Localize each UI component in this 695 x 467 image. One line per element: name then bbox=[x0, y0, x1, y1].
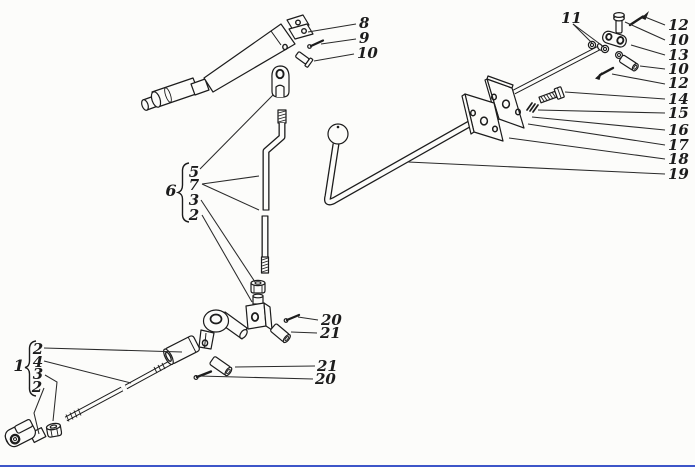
leader-g1-4 bbox=[43, 360, 132, 384]
bottom-rule bbox=[0, 465, 695, 467]
leader-lines bbox=[33, 16, 666, 435]
leader-11-a bbox=[572, 23, 593, 44]
leader-g6-7b bbox=[201, 183, 260, 211]
rod-7 bbox=[260, 109, 287, 274]
callout-12-1: 12 bbox=[668, 16, 689, 34]
callout-g1-4: 4 bbox=[33, 353, 43, 371]
cotter-pin-20-lower bbox=[193, 370, 213, 381]
leader-14 bbox=[564, 91, 666, 100]
clevis-pin-10-vertical bbox=[613, 12, 625, 34]
leader-10-4 bbox=[639, 65, 666, 70]
leader-20-upper bbox=[297, 316, 319, 321]
bell-crank-lever bbox=[198, 309, 248, 350]
link-plate-13 bbox=[601, 30, 627, 48]
leader-15 bbox=[537, 109, 666, 114]
hand-lever-19 bbox=[323, 119, 473, 206]
leader-9 bbox=[320, 38, 357, 45]
leader-19 bbox=[407, 161, 666, 175]
callout-group6: 6 bbox=[165, 181, 176, 200]
callout-g6-3: 3 bbox=[189, 191, 199, 209]
nut-3-tie-rod bbox=[45, 422, 63, 438]
leader-12-1 bbox=[644, 16, 666, 26]
washer-11-a bbox=[587, 40, 597, 50]
callout-10-top: 10 bbox=[357, 44, 378, 62]
clevis-2-lower bbox=[4, 419, 47, 448]
callout-group1: 1 bbox=[13, 356, 24, 375]
callout-10-4: 10 bbox=[668, 60, 689, 78]
leader-10-top bbox=[313, 53, 355, 62]
cotter-pin-9 bbox=[307, 39, 325, 49]
callout-21-upper: 21 bbox=[319, 324, 341, 342]
leader-g6-5 bbox=[199, 94, 274, 170]
leader-18 bbox=[508, 137, 666, 160]
leader-20-lower bbox=[198, 375, 314, 380]
plate-17-rear bbox=[484, 75, 525, 129]
rod-end-piece-2 bbox=[245, 293, 273, 331]
callout-15: 15 bbox=[668, 104, 689, 122]
cotter-pin-12-top bbox=[628, 11, 649, 27]
cotter-pin-12-lower bbox=[595, 66, 615, 80]
callout-8: 8 bbox=[359, 14, 370, 32]
leader-g6-3 bbox=[200, 199, 256, 283]
callout-17: 17 bbox=[668, 136, 689, 154]
callout-g6-2: 2 bbox=[188, 206, 199, 224]
leader-12-5 bbox=[611, 73, 666, 85]
clevis-pin-10-lower bbox=[618, 54, 639, 72]
washer-under-link bbox=[614, 50, 623, 59]
link-rod-upper bbox=[512, 43, 604, 95]
group1-brace bbox=[24, 340, 37, 397]
callout-14: 14 bbox=[668, 90, 689, 108]
group6-brace bbox=[175, 162, 190, 223]
callout-19: 19 bbox=[668, 165, 689, 183]
locknut-3-rod bbox=[250, 279, 266, 294]
leader-11-b bbox=[572, 23, 605, 48]
leader-16 bbox=[531, 116, 666, 131]
callout-20-upper: 20 bbox=[320, 311, 342, 329]
leader-g1-3 bbox=[44, 374, 58, 422]
ball-knob bbox=[327, 123, 349, 145]
pin-21-lower bbox=[209, 356, 233, 377]
callout-g6-7: 7 bbox=[189, 176, 200, 194]
callout-18: 18 bbox=[668, 150, 689, 168]
callout-g1-2a: 2 bbox=[32, 340, 43, 358]
leader-g1-2b bbox=[33, 387, 45, 435]
clevis-ear-front bbox=[288, 23, 314, 40]
callout-13: 13 bbox=[668, 46, 689, 64]
callout-g1-3: 3 bbox=[33, 365, 43, 383]
leader-21-lower bbox=[234, 365, 316, 368]
coupler-2-upper bbox=[163, 335, 200, 366]
callout-g6-5: 5 bbox=[189, 163, 199, 181]
leader-g1-2a bbox=[43, 347, 183, 353]
clevis-pin-10-top bbox=[295, 51, 314, 68]
lever-8 bbox=[141, 14, 314, 111]
leader-13 bbox=[630, 44, 666, 56]
pin-21-upper bbox=[270, 323, 291, 344]
leader-10-2 bbox=[624, 21, 666, 41]
leader-g6-2 bbox=[201, 214, 253, 303]
callout-20-lower: 20 bbox=[314, 370, 336, 388]
callout-9: 9 bbox=[359, 29, 370, 47]
cotter-pin-20-upper bbox=[283, 313, 301, 323]
callout-12-5: 12 bbox=[668, 74, 689, 92]
washer-11-b bbox=[600, 44, 610, 54]
leader-17 bbox=[527, 123, 666, 146]
callout-g1-2b: 2 bbox=[31, 378, 42, 396]
leader-21-upper bbox=[290, 331, 318, 334]
plate-18-front bbox=[461, 93, 504, 142]
leader-8 bbox=[307, 23, 357, 33]
callout-16: 16 bbox=[668, 121, 689, 139]
callout-11: 11 bbox=[561, 9, 582, 27]
tie-rod-4 bbox=[64, 360, 172, 422]
bolt-14 bbox=[538, 86, 565, 104]
callout-21-lower: 21 bbox=[316, 357, 338, 375]
callout-10-2: 10 bbox=[668, 31, 689, 49]
leader-g6-7a bbox=[201, 175, 260, 185]
fork-5 bbox=[271, 65, 290, 98]
spring-washer-15 bbox=[526, 102, 539, 113]
